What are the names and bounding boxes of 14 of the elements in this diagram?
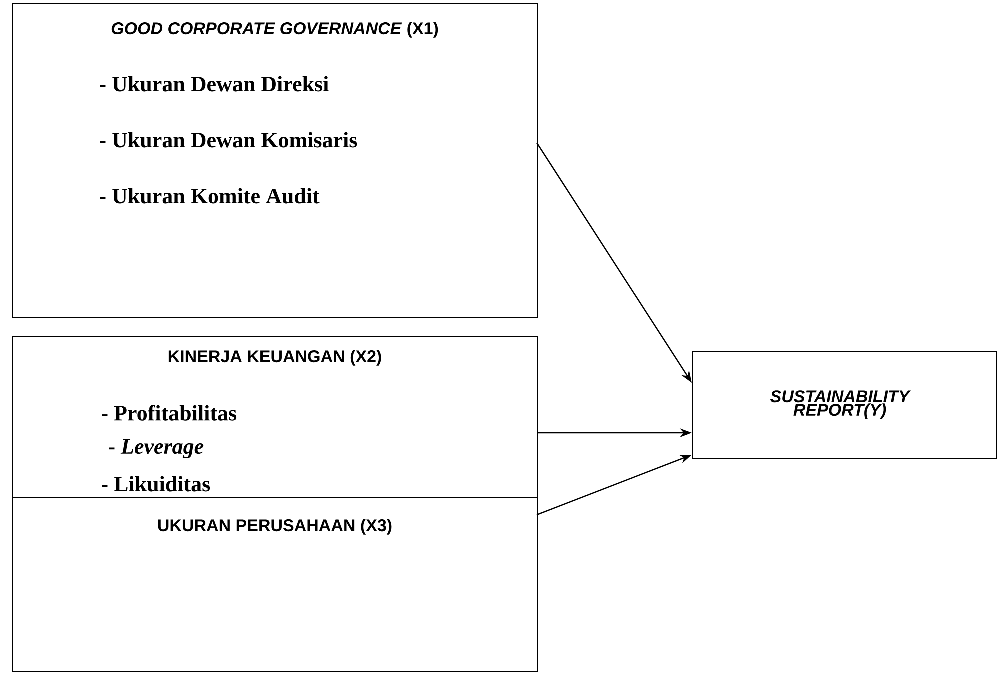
- list-item: - Leverage: [109, 439, 204, 459]
- list-item: - Ukuran Dewan Direksi: [100, 76, 329, 92]
- box-label: SUSTAINABILITY REPORT(Y): [770, 390, 912, 420]
- text-box: [12, 497, 538, 672]
- box-heading: UKURAN PERUSAHAAN (X3): [158, 519, 392, 535]
- text-box: [12, 3, 538, 318]
- box-heading: GOOD CORPORATE GOVERNANCE (X1): [112, 22, 438, 38]
- list-item: - Ukuran Dewan Komisaris: [100, 132, 358, 148]
- text-box: [12, 336, 538, 498]
- list-item: - Ukuran Komite Audit: [100, 188, 320, 204]
- box-heading: KINERJA KEUANGAN (X2): [168, 350, 382, 366]
- list-item: - Likuiditas: [102, 476, 210, 492]
- text-box: [692, 351, 997, 459]
- list-item: - Profitabilitas: [102, 405, 237, 421]
